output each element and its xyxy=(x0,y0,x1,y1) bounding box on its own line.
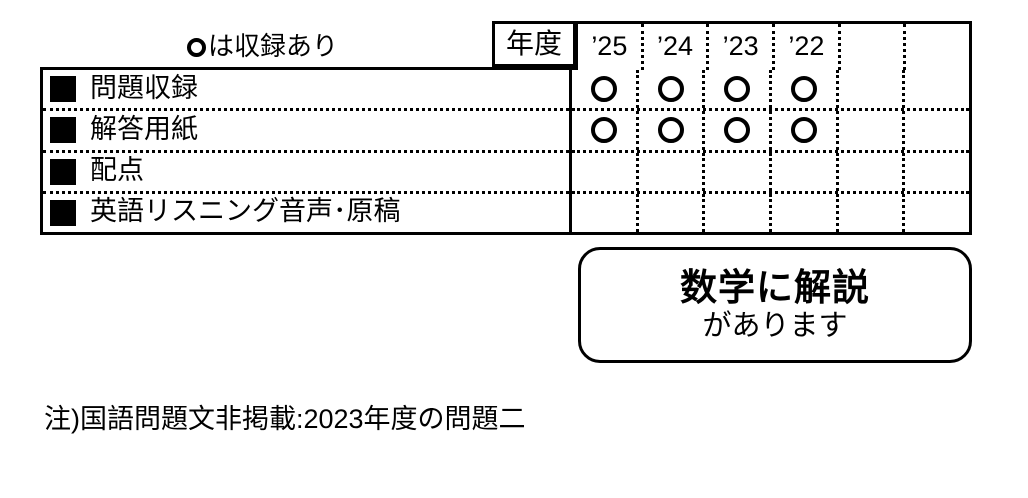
year-header-box: 年度 xyxy=(492,21,576,67)
callout-line-1: 数学に解説 xyxy=(680,267,870,309)
mark-cell-r2-c2 xyxy=(639,111,706,150)
filled-square-icon xyxy=(50,158,76,185)
contents-table: 問題収録 解答用紙 配点 英語リスニング音声･原稿 xyxy=(40,67,972,235)
year-header-cell-1: ’25 xyxy=(578,24,644,70)
year-header-cell-5 xyxy=(841,24,907,70)
footnote: 注)国語問題文非掲載:2023年度の問題二 xyxy=(44,404,526,434)
circle-mark-icon xyxy=(657,76,684,103)
circle-mark-icon xyxy=(590,117,617,144)
mark-cell-r3-c2 xyxy=(639,152,706,191)
filled-square-icon xyxy=(50,76,76,103)
mark-cell-r4-c2 xyxy=(639,193,706,232)
legend: は収録あり xyxy=(40,26,485,66)
year-header-label: 年度 xyxy=(505,28,562,59)
year-header-cell-2: ’24 xyxy=(644,24,710,70)
mark-cell-r3-c3 xyxy=(705,152,773,191)
row-label: 問題収録 xyxy=(90,72,198,103)
mark-cell-r2-c1 xyxy=(572,111,639,150)
mark-cell-r2-c5 xyxy=(839,111,906,150)
year-header-cell-6 xyxy=(906,24,969,70)
math-explanation-callout: 数学に解説 があります xyxy=(578,247,972,363)
circle-mark-icon xyxy=(724,117,751,144)
year-header-strip: ’25 ’24 ’23 ’22 xyxy=(575,21,972,70)
year-header-cell-4: ’22 xyxy=(775,24,841,70)
mark-cell-r3-c1 xyxy=(572,152,639,191)
callout-line-2: があります xyxy=(702,309,848,342)
mark-cell-r1-c5 xyxy=(839,70,906,109)
year-label: ’25 xyxy=(591,30,628,61)
legend-label: は収録あり xyxy=(207,31,338,61)
marks-row xyxy=(572,70,969,112)
marks-row xyxy=(572,193,969,232)
mark-cell-r1-c2 xyxy=(639,70,706,109)
filled-square-icon xyxy=(50,117,76,144)
mark-cell-r2-c3 xyxy=(705,111,773,150)
row-label: 解答用紙 xyxy=(90,113,198,144)
mark-cell-r4-c1 xyxy=(572,193,639,232)
table-row: 問題収録 xyxy=(43,70,569,112)
filled-square-icon xyxy=(50,199,76,226)
year-label: ’23 xyxy=(722,30,759,61)
contents-marks-columns xyxy=(572,70,969,232)
table-row: 配点 xyxy=(43,153,569,194)
mark-cell-r2-c6 xyxy=(905,111,969,149)
mark-cell-r4-c4 xyxy=(772,193,839,232)
contents-label-column: 問題収録 解答用紙 配点 英語リスニング音声･原稿 xyxy=(43,70,572,232)
mark-cell-r1-c1 xyxy=(572,70,639,109)
mark-cell-r3-c4 xyxy=(772,152,839,191)
marks-row xyxy=(572,152,969,194)
circle-mark-icon xyxy=(657,117,684,144)
year-label: ’22 xyxy=(788,30,825,61)
mark-cell-r2-c4 xyxy=(772,111,839,150)
mark-cell-r4-c6 xyxy=(905,194,969,232)
row-label: 配点 xyxy=(90,155,144,186)
mark-cell-r3-c6 xyxy=(905,153,969,191)
circle-mark-icon xyxy=(590,76,617,103)
marks-row xyxy=(572,111,969,153)
mark-cell-r4-c5 xyxy=(839,193,906,232)
circle-outline-icon xyxy=(186,37,206,57)
mark-cell-r1-c4 xyxy=(772,70,839,109)
circle-mark-icon xyxy=(790,117,817,144)
circle-mark-icon xyxy=(724,76,751,103)
table-row: 英語リスニング音声･原稿 xyxy=(43,194,569,232)
table-row: 解答用紙 xyxy=(43,111,569,153)
mark-cell-r3-c5 xyxy=(839,152,906,191)
row-label: 英語リスニング音声･原稿 xyxy=(90,196,401,227)
mark-cell-r1-c6 xyxy=(905,70,969,108)
year-label: ’24 xyxy=(656,30,694,61)
circle-mark-icon xyxy=(790,76,817,103)
mark-cell-r4-c3 xyxy=(705,193,773,232)
year-header-cell-3: ’23 xyxy=(709,24,776,70)
mark-cell-r1-c3 xyxy=(705,70,773,109)
